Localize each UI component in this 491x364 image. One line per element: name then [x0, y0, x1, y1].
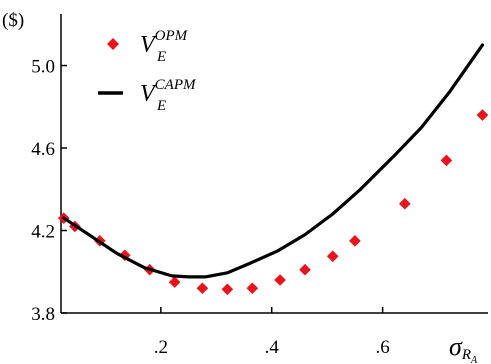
opm-marker — [246, 282, 259, 295]
x-tick-label: .2 — [154, 337, 168, 358]
y-unit-label: ($) — [2, 10, 24, 31]
opm-marker — [440, 154, 453, 167]
opm-marker — [476, 109, 489, 121]
opm-marker — [118, 249, 131, 262]
opm-marker — [168, 276, 181, 288]
series-layer — [57, 43, 489, 296]
opm-marker — [196, 282, 209, 295]
opm-marker — [349, 235, 361, 247]
capm-line — [62, 43, 485, 279]
y-tick-label: 5.0 — [31, 57, 55, 78]
opm-marker — [399, 197, 411, 210]
x-tick-label: .4 — [265, 337, 280, 358]
axes-layer — [60, 14, 488, 314]
opm-marker — [274, 274, 286, 286]
opm-marker — [299, 263, 311, 276]
x-tick-label: .6 — [376, 337, 390, 358]
opm-marker — [326, 250, 339, 263]
y-tick-label: 4.2 — [31, 222, 55, 243]
y-tick-label: 4.6 — [31, 139, 55, 160]
x-axis-label: σRA — [449, 332, 478, 364]
opm-marker — [221, 283, 234, 296]
labels-layer: 3.8 4.2 4.6 5.0 .2 .4 .6 ($) σRA — [2, 10, 478, 364]
legend-opm-marker — [107, 38, 119, 50]
y-tick-label: 3.8 — [31, 304, 55, 325]
